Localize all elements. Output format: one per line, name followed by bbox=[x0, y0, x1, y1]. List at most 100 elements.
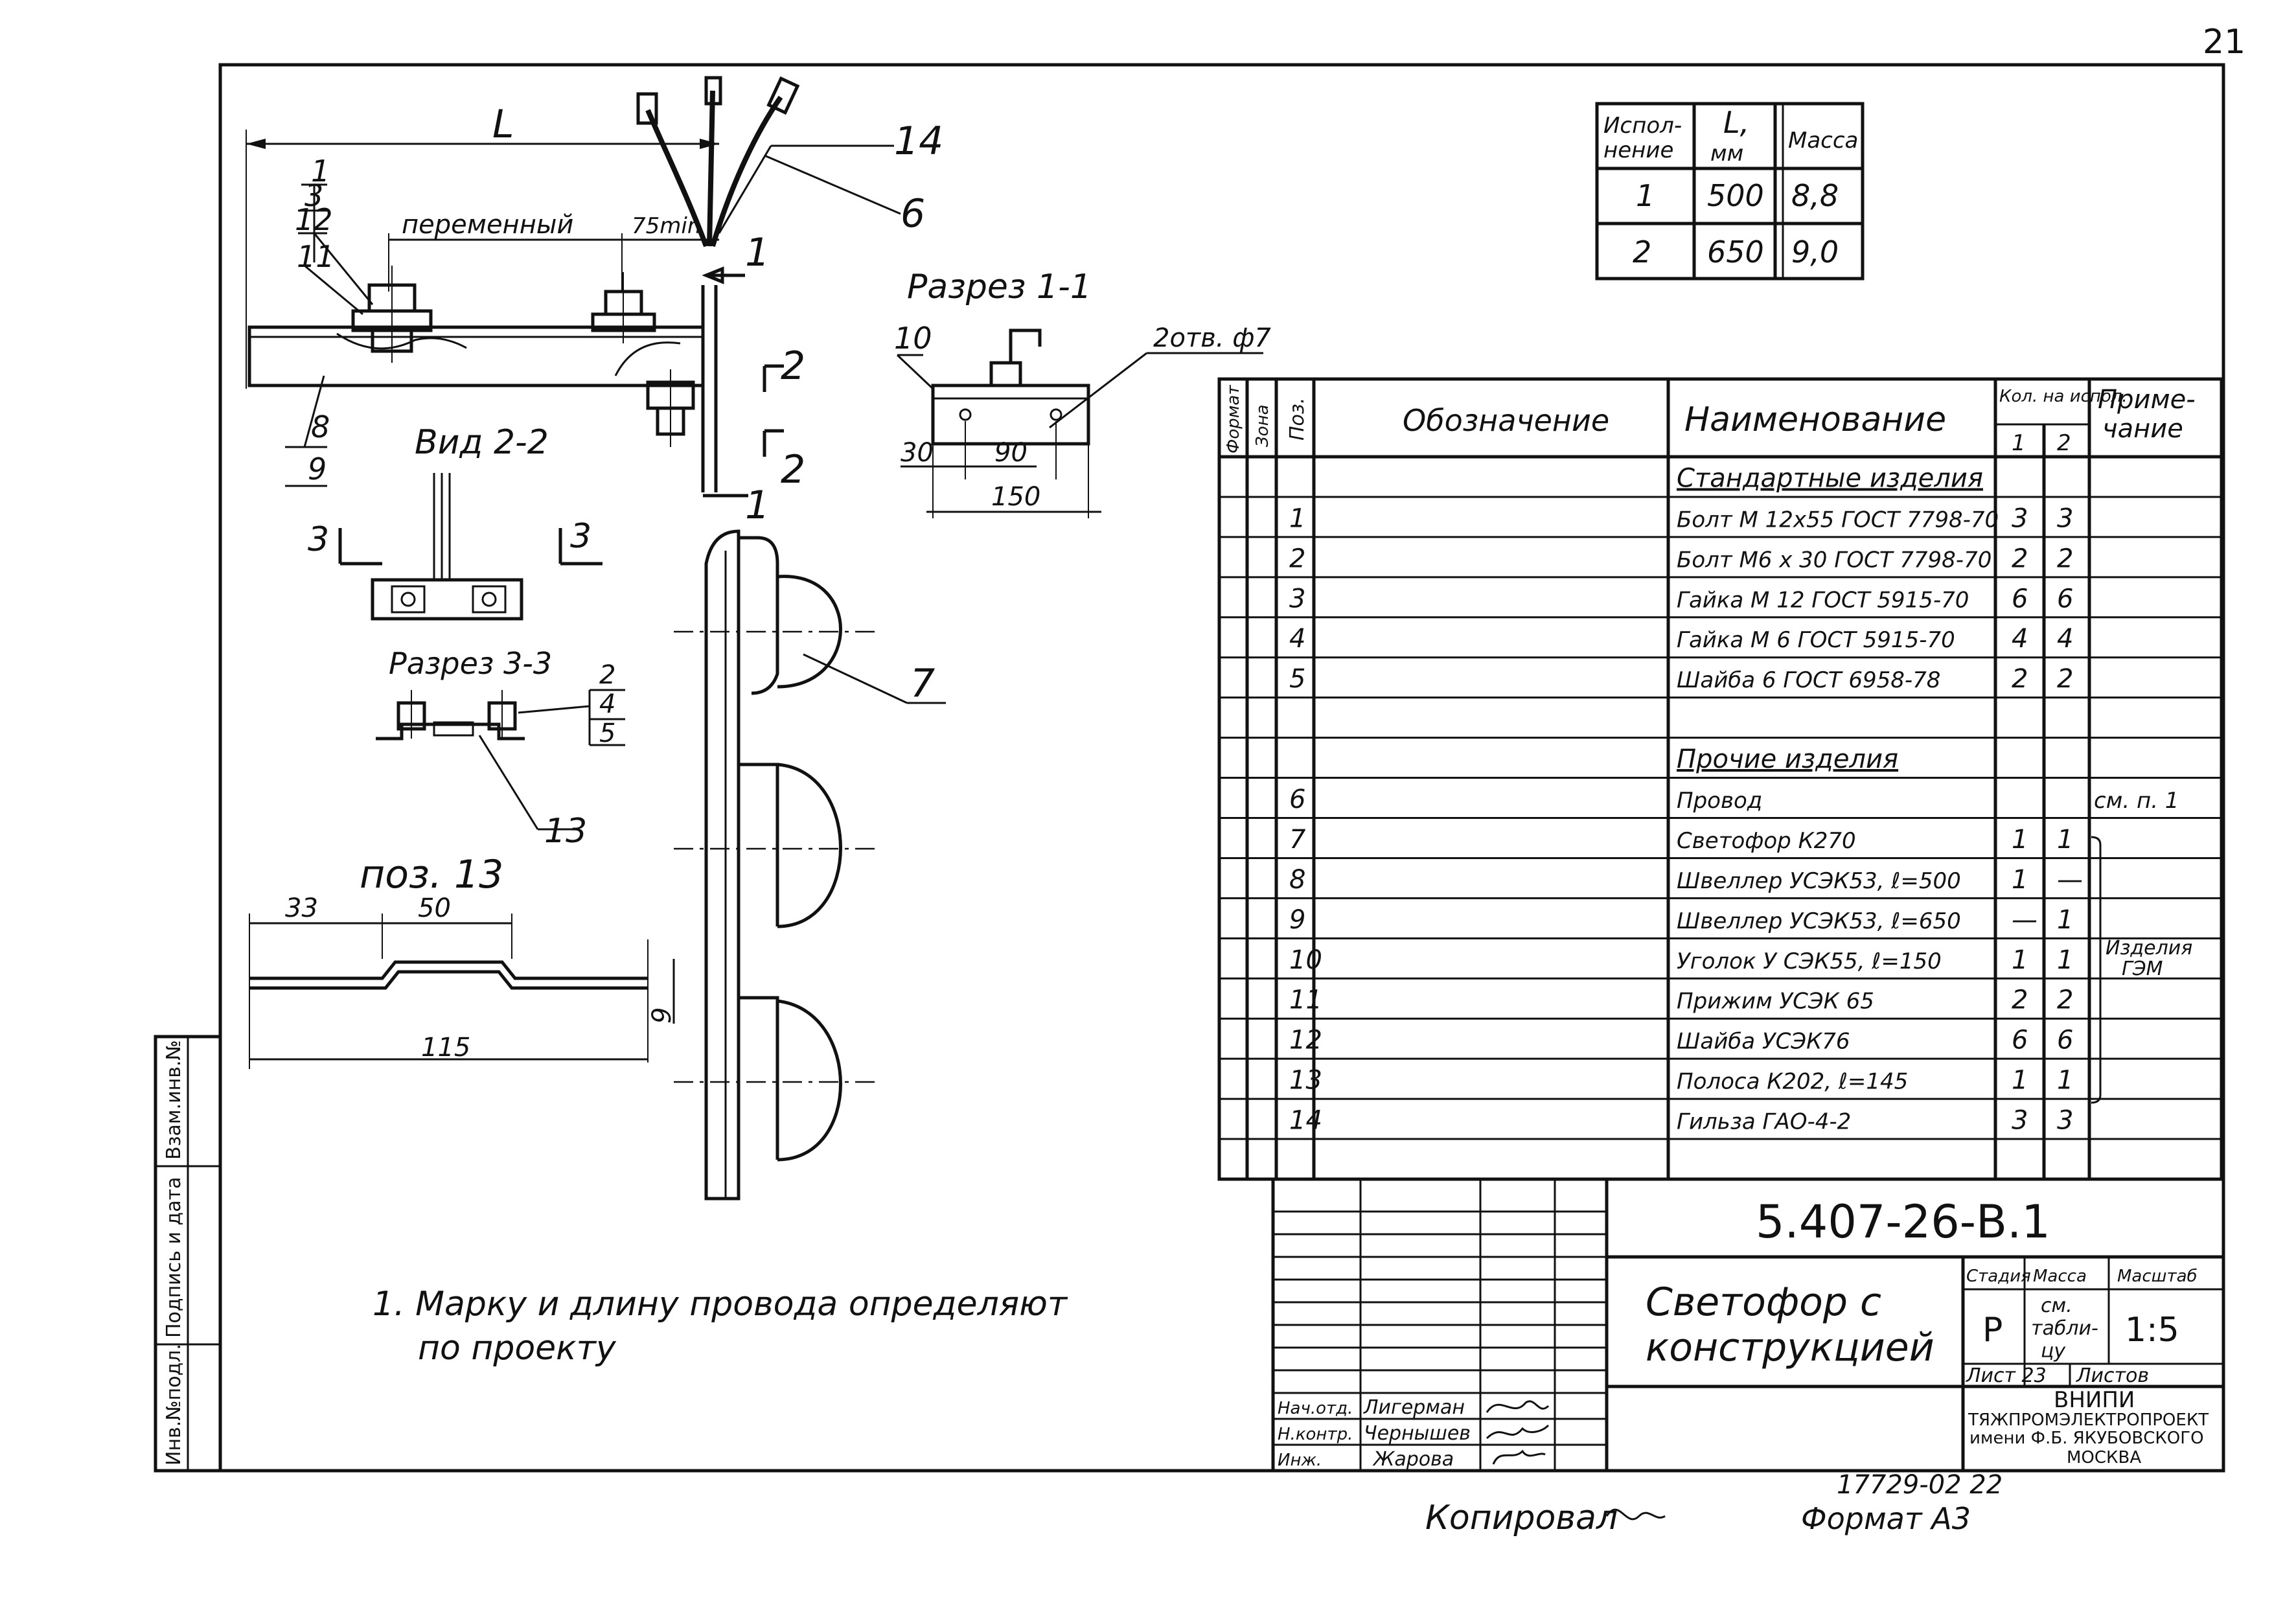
spec-name: Гайка М 12 ГОСТ 5915-70 bbox=[1677, 587, 1969, 613]
section-mark-3-right: 3 bbox=[570, 517, 591, 556]
mass-label: Масса bbox=[2033, 1267, 2087, 1286]
signature-1 bbox=[1486, 1400, 1550, 1413]
signature-3 bbox=[1492, 1449, 1546, 1465]
view-2-2-label: Вид 2-2 bbox=[415, 423, 549, 462]
copied-by: Копировал bbox=[1425, 1499, 1618, 1537]
dim-90: 90 bbox=[994, 438, 1027, 468]
spec-pos: 2 bbox=[1289, 544, 1305, 573]
sheet-number: 21 bbox=[2203, 23, 2245, 62]
scale-value: 1:5 bbox=[2125, 1311, 2179, 1350]
dim-115: 115 bbox=[421, 1033, 470, 1063]
spec-qty-2: 1 bbox=[2057, 825, 2073, 855]
variants-cell: 8,8 bbox=[1791, 178, 1839, 213]
org-line-2: ТЯЖПРОМЭЛЕКТРОПРОЕКТ bbox=[1968, 1410, 2209, 1430]
spec-col-qty: Кол. на испол. bbox=[1999, 387, 2128, 406]
spec-pos: 14 bbox=[1289, 1106, 1322, 1136]
spec-qty-1: 6 bbox=[2012, 584, 2028, 614]
spec-qty-1: 3 bbox=[2012, 1106, 2028, 1136]
section-mark-3-left: 3 bbox=[308, 520, 329, 559]
spec-name: Гильза ГАО-4-2 bbox=[1677, 1109, 1851, 1135]
section-1-1-label: Разрез 1-1 bbox=[907, 268, 1092, 306]
side-stamp-sign: Подпись и дата bbox=[163, 1177, 185, 1339]
spec-col-pos: Поз. bbox=[1286, 398, 1309, 441]
variants-header-L: L, bbox=[1723, 105, 1749, 140]
stage-value: Р bbox=[1982, 1311, 2003, 1350]
section-mark-1-top: 1 bbox=[745, 230, 770, 275]
spec-qty-2: 3 bbox=[2057, 503, 2073, 533]
section-1-1: Разрез 1-1 10 2отв. ф7 30 90 150 bbox=[894, 268, 1271, 518]
spec-qty-1: 6 bbox=[2012, 1026, 2028, 1055]
spec-qty-1: 1 bbox=[2012, 1066, 2028, 1096]
callout-3: 3 bbox=[304, 178, 323, 213]
variants-header-execution-1: Испол- bbox=[1603, 113, 1682, 139]
mass-value-2: табли- bbox=[2031, 1317, 2098, 1340]
variants-cell: 500 bbox=[1707, 178, 1764, 213]
spec-name: Шайба 6 ГОСТ 6958-78 bbox=[1677, 667, 1940, 693]
spec-section-heading: Стандартные изделия bbox=[1677, 463, 1983, 493]
spec-name: Болт М6 х 30 ГОСТ 7798-70 bbox=[1677, 547, 1992, 573]
spec-qty-2: 2 bbox=[2057, 985, 2073, 1015]
variants-cell: 1 bbox=[1636, 178, 1655, 213]
spec-qty-2: — bbox=[2057, 865, 2083, 895]
section-mark-1-bottom: 1 bbox=[745, 483, 770, 528]
dim-150: 150 bbox=[991, 482, 1040, 512]
pos-13-detail: поз. 13 33 50 115 9 bbox=[249, 852, 677, 1069]
spec-qty-1: — bbox=[2012, 905, 2038, 935]
spec-name: Уголок У СЭК55, ℓ=150 bbox=[1677, 948, 1942, 974]
format-label: Формат А3 bbox=[1801, 1501, 1971, 1536]
spec-qty-2: 1 bbox=[2057, 1066, 2073, 1096]
spec-qty-2: 6 bbox=[2057, 1026, 2073, 1055]
org-line-4: МОСКВА bbox=[2067, 1448, 2141, 1467]
spec-qty-2: 1 bbox=[2057, 945, 2073, 975]
callout-12: 12 bbox=[295, 202, 333, 237]
note-line-2: по проекту bbox=[418, 1329, 617, 1368]
spec-qty-1: 1 bbox=[2012, 825, 2028, 855]
dim-33: 33 bbox=[285, 893, 318, 923]
spec-name: Провод bbox=[1677, 788, 1762, 814]
signer-role: Н.контр. bbox=[1278, 1425, 1353, 1444]
spec-qty-1: 2 bbox=[2012, 544, 2028, 573]
variants-cell: 650 bbox=[1707, 235, 1764, 270]
spec-pos: 1 bbox=[1289, 503, 1305, 533]
callout-1: 1 bbox=[311, 154, 330, 189]
spec-pos: 7 bbox=[1289, 825, 1306, 855]
drawing-code: 5.407-26-В.1 bbox=[1756, 1195, 2050, 1248]
spec-pos: 12 bbox=[1289, 1026, 1322, 1055]
callout-8: 8 bbox=[311, 409, 330, 444]
title-line-2: конструкцией bbox=[1646, 1325, 1934, 1370]
spec-col-note-2: чание bbox=[2102, 414, 2183, 444]
title-block: 5.407-26-В.1 Светофор с конструкцией Ста… bbox=[1271, 1177, 2225, 1473]
org-line-3: имени Ф.Б. ЯКУБОВСКОГО bbox=[1969, 1429, 2204, 1448]
spec-section-heading: Прочие изделия bbox=[1677, 744, 1898, 774]
mass-value-3: цу bbox=[2041, 1340, 2066, 1362]
variants-cell: 9,0 bbox=[1791, 235, 1839, 270]
signature-2 bbox=[1486, 1424, 1550, 1440]
spec-name: Полоса К202, ℓ=145 bbox=[1677, 1069, 1908, 1095]
spec-col-note-1: Приме- bbox=[2098, 385, 2196, 415]
side-stamp-inv: Инв.№подл. bbox=[163, 1344, 185, 1466]
callout-14: 14 bbox=[894, 119, 943, 164]
spec-col-format: Формат bbox=[1224, 385, 1243, 454]
sheet-label: Лист 23 bbox=[1966, 1364, 2047, 1387]
spec-qty-1: 4 bbox=[2012, 624, 2028, 654]
spec-name: Гайка М 6 ГОСТ 5915-70 bbox=[1677, 627, 1955, 653]
copied-signature bbox=[1605, 1508, 1666, 1521]
signer-name: Лигерман bbox=[1363, 1396, 1465, 1419]
spec-qty-1: 3 bbox=[2012, 503, 2028, 533]
callout-13: 13 bbox=[544, 812, 587, 851]
spec-note: ГЭМ bbox=[2122, 958, 2163, 980]
traffic-light: 7 bbox=[674, 529, 946, 1201]
callout-9: 9 bbox=[308, 452, 327, 487]
spec-note: см. п. 1 bbox=[2094, 788, 2179, 814]
spec-name: Светофор К270 bbox=[1677, 828, 1856, 854]
dim-30: 30 bbox=[901, 438, 934, 468]
signer-name: Жарова bbox=[1372, 1448, 1454, 1471]
section-3-3-label: Разрез 3-3 bbox=[389, 646, 552, 681]
spec-qty-2: 1 bbox=[2057, 905, 2073, 935]
spec-name: Швеллер УСЭК53, ℓ=500 bbox=[1677, 868, 1961, 894]
section-3-3: Разрез 3-3 2 4 5 13 bbox=[376, 646, 625, 851]
spec-qty-2: 4 bbox=[2057, 624, 2073, 654]
dim-9: 9 bbox=[647, 1007, 677, 1024]
callout-4: 4 bbox=[599, 689, 615, 719]
variants-cell: 2 bbox=[1633, 235, 1651, 270]
